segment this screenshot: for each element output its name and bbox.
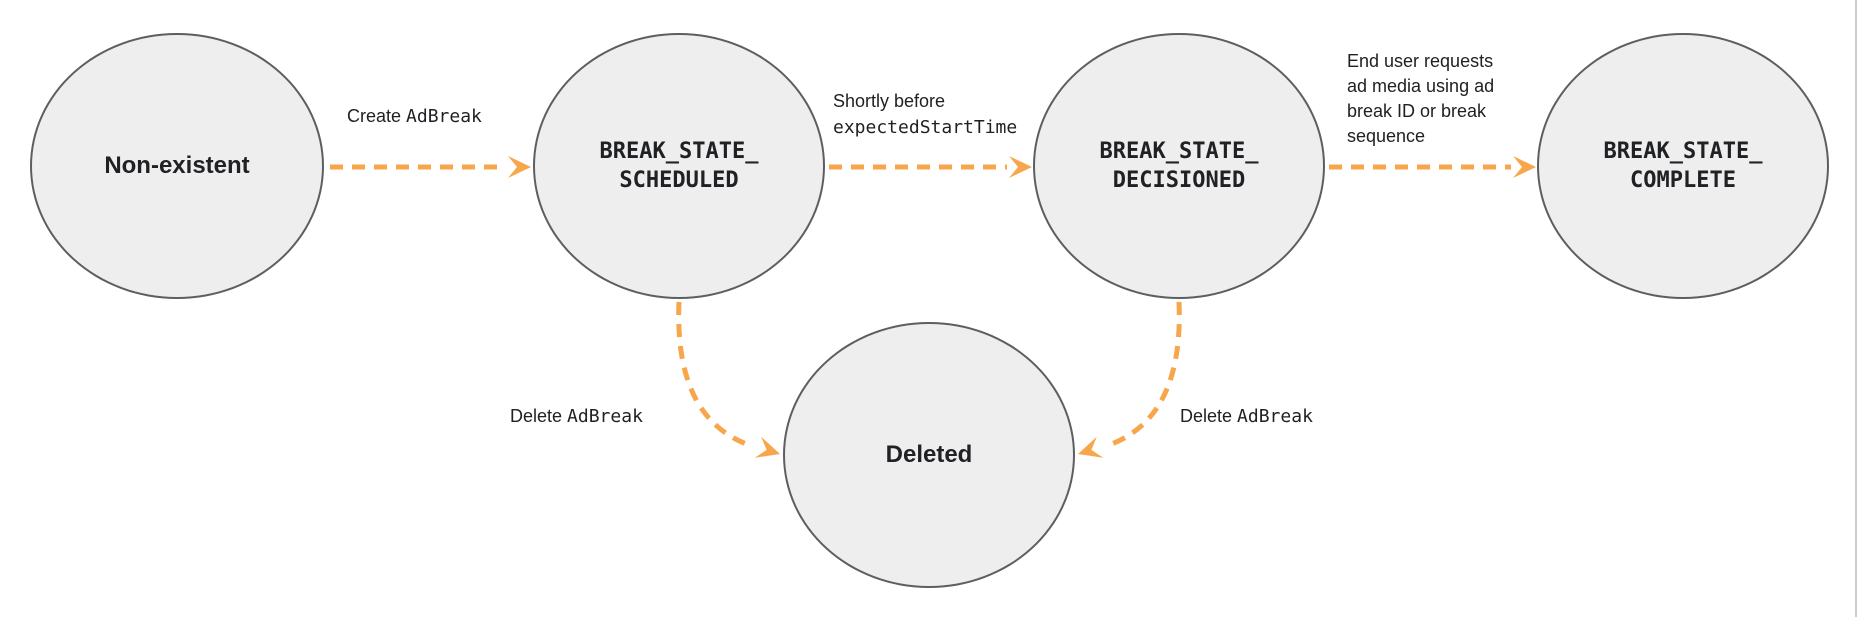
page-right-edge-line: [1855, 0, 1857, 617]
state-break-state-complete-label: BREAK_STATE_ COMPLETE: [1603, 139, 1763, 193]
edge-label-delete-from-decisioned: Delete AdBreak: [1180, 406, 1313, 427]
state-deleted: Deleted: [783, 322, 1075, 588]
state-non-existent-label: Non-existent: [104, 152, 250, 179]
arrowhead-create-adbreak: [508, 156, 531, 178]
state-deleted-label: Deleted: [885, 441, 973, 468]
edge-label-shortly-before: Shortly before expectedStartTime: [833, 91, 1018, 138]
arrowhead-delete-from-decisioned: [1078, 436, 1104, 458]
state-break-state-complete: BREAK_STATE_ COMPLETE: [1537, 33, 1829, 299]
edge-label-create-adbreak: Create AdBreak: [347, 106, 482, 127]
arrowhead-shortly-before: [1009, 156, 1032, 178]
state-break-state-decisioned-label: BREAK_STATE_ DECISIONED: [1099, 139, 1259, 193]
edge-delete-from-scheduled: [676, 301, 753, 449]
state-break-state-scheduled-label: BREAK_STATE_ SCHEDULED: [599, 139, 759, 193]
edge-delete-from-decisioned: [1105, 301, 1182, 449]
state-break-state-decisioned: BREAK_STATE_ DECISIONED: [1033, 33, 1325, 299]
state-break-state-scheduled: BREAK_STATE_ SCHEDULED: [533, 33, 825, 299]
state-non-existent: Non-existent: [30, 33, 324, 299]
edge-label-delete-from-scheduled: Delete AdBreak: [510, 406, 643, 427]
arrowhead-delete-from-scheduled: [754, 436, 780, 458]
arrowhead-end-user-request: [1513, 156, 1536, 178]
edge-label-end-user-request: End user requests ad media using ad brea…: [1347, 51, 1495, 146]
